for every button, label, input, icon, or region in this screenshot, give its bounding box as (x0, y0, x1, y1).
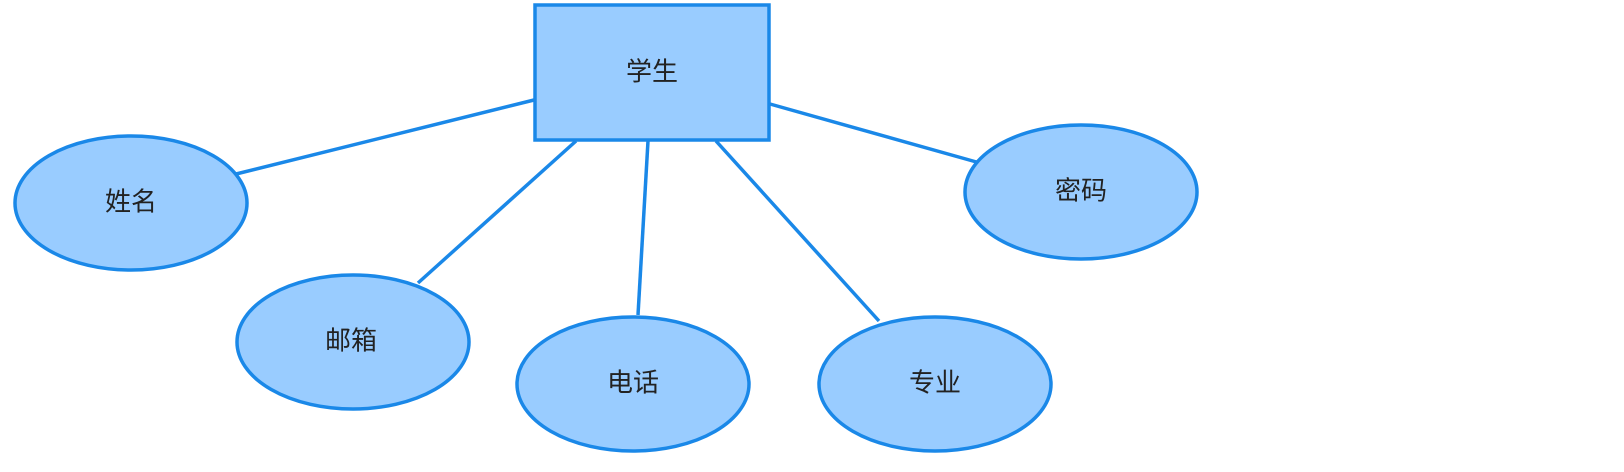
attribute-label: 邮箱 (325, 327, 377, 357)
edge-entity-name (231, 98, 535, 177)
attribute-email[interactable]: 邮箱 (235, 273, 471, 411)
attribute-major[interactable]: 专业 (817, 315, 1053, 453)
attribute-label: 姓名 (105, 188, 157, 218)
edges (231, 98, 981, 323)
entity-student[interactable]: 学生 (533, 3, 771, 142)
attribute-label: 专业 (909, 369, 961, 399)
edge-entity-password (769, 102, 981, 165)
attribute-label: 密码 (1055, 177, 1107, 207)
attribute-ellipse (963, 123, 1199, 261)
edge-entity-major (714, 139, 881, 323)
edge-entity-email (416, 139, 578, 285)
attribute-ellipse (515, 315, 751, 453)
entity-box (533, 3, 771, 142)
attribute-password[interactable]: 密码 (963, 123, 1199, 261)
attribute-phone[interactable]: 电话 (515, 315, 751, 453)
attribute-label: 电话 (607, 369, 659, 399)
attribute-name[interactable]: 姓名 (13, 134, 249, 272)
attribute-ellipse (235, 273, 471, 411)
attribute-ellipse (13, 134, 249, 272)
entity-label: 学生 (626, 58, 678, 88)
edge-entity-phone (636, 140, 650, 316)
attribute-ellipse (817, 315, 1053, 453)
